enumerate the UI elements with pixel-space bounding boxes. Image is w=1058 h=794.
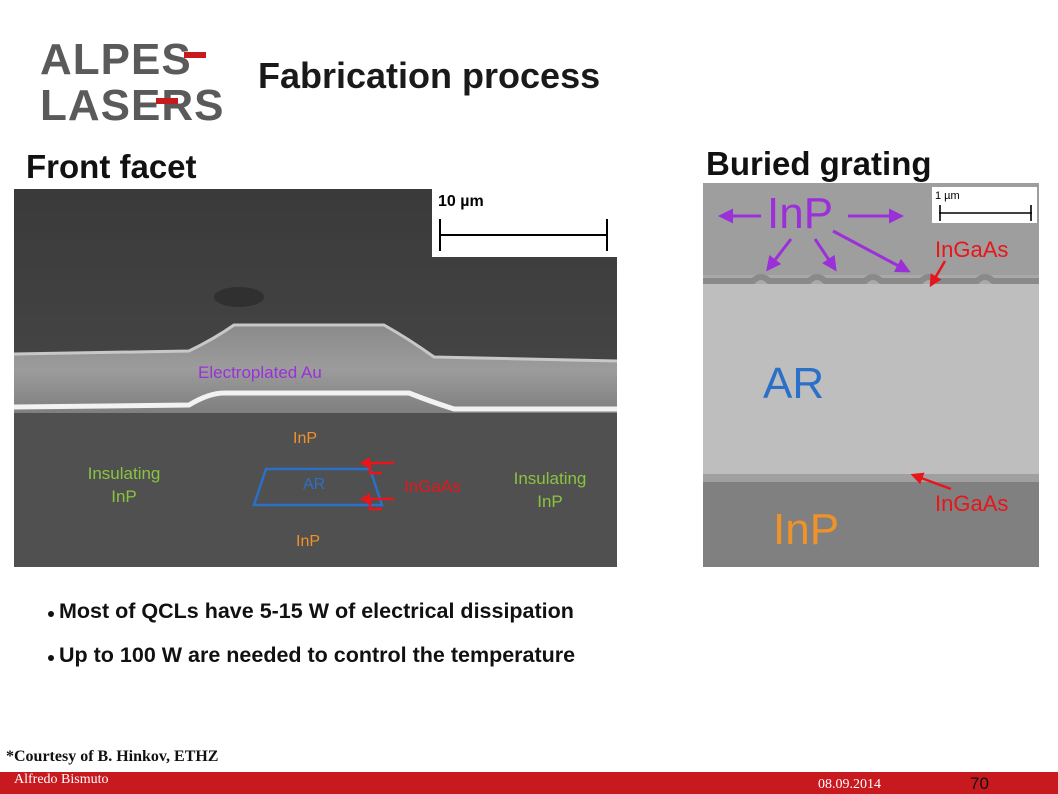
insulating-right-line1: Insulating <box>513 469 587 488</box>
buried-ar-label: AR <box>763 359 825 408</box>
insulating-left-label: Insulating InP <box>74 462 174 508</box>
image-credit: *Courtesy of B. Hinkov, ETHZ <box>6 748 219 765</box>
front-facet-heading: Front facet <box>26 148 197 185</box>
logo-accent-bar-2 <box>156 98 178 104</box>
buried-grating-heading: Buried grating <box>706 145 932 182</box>
insulating-left-line2: InP <box>111 487 137 506</box>
logo-line2: LASERS <box>40 81 224 124</box>
buried-scale-label: 1 µm <box>935 190 960 202</box>
buried-ingaas-bottom-label: InGaAs <box>935 491 1009 516</box>
buried-ingaas-top-label: InGaAs <box>935 237 1009 262</box>
bullet-text: Up to 100 W are needed to control the te… <box>59 642 576 667</box>
bullet-text: Most of QCLs have 5-15 W of electrical d… <box>59 598 574 623</box>
front-facet-sem-image: 10 µm Electroplated Au InP Insulating In… <box>14 189 617 567</box>
logo-line1: ALPES <box>40 36 192 84</box>
footer-author: Alfredo Bismuto <box>14 772 109 787</box>
logo-accent-bar <box>184 52 206 58</box>
buried-inp-top-label: InP <box>767 189 834 238</box>
front-ingaas-label: InGaAs <box>404 477 461 496</box>
bullet-dot-icon <box>48 655 54 661</box>
front-scale-label: 10 µm <box>438 193 484 210</box>
insulating-right-line2: InP <box>537 492 563 511</box>
page-number: 70 <box>970 774 989 793</box>
footer-date: 08.09.2014 <box>818 777 881 792</box>
alpes-lasers-logo: ALPES LASERS <box>40 36 224 124</box>
footer-bar <box>0 772 1058 794</box>
slide-title: Fabrication process <box>258 55 601 96</box>
bullet-item: Up to 100 W are needed to control the te… <box>48 642 575 668</box>
bullet-item: Most of QCLs have 5-15 W of electrical d… <box>48 598 575 624</box>
front-inp-top-label: InP <box>293 430 318 447</box>
front-ar-label: AR <box>303 476 326 493</box>
insulating-left-line1: Insulating <box>87 464 161 483</box>
front-inp-bottom-label: InP <box>296 533 321 550</box>
insulating-right-label: Insulating InP <box>500 467 600 513</box>
buried-grating-sem-image: 1 µm InP InGaAs AR InGaAs InP <box>703 183 1039 567</box>
electroplated-au-label: Electroplated Au <box>198 363 322 382</box>
bullet-dot-icon <box>48 611 54 617</box>
ar-region-outline <box>252 467 384 507</box>
bullet-list: Most of QCLs have 5-15 W of electrical d… <box>48 598 575 686</box>
buried-inp-bottom-label: InP <box>773 505 840 554</box>
